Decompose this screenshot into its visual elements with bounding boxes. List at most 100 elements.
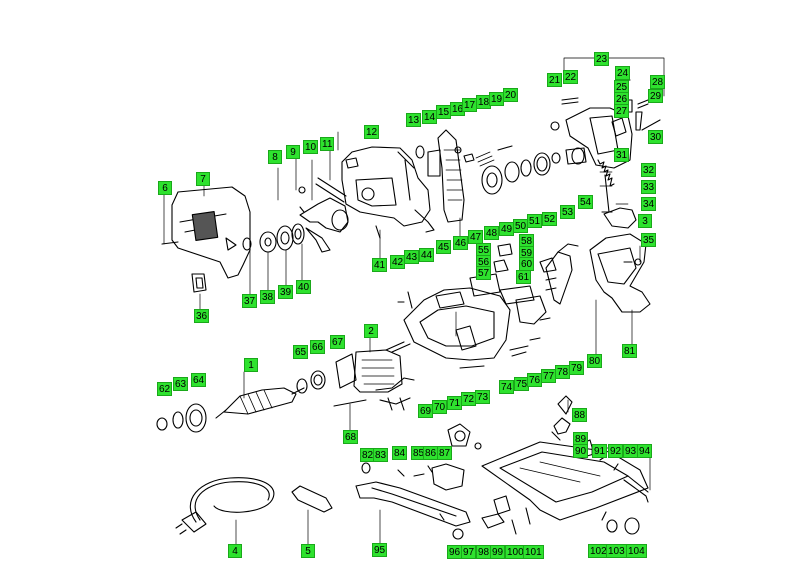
part-label-83[interactable]: 83: [373, 448, 389, 462]
part-label-60[interactable]: 60: [519, 257, 535, 271]
part-label-86[interactable]: 86: [423, 446, 439, 460]
rear-handle: [545, 207, 651, 313]
part-label-72[interactable]: 72: [461, 392, 477, 406]
part-label-9[interactable]: 9: [286, 145, 300, 159]
part-label-70[interactable]: 70: [432, 400, 448, 414]
part-label-92[interactable]: 92: [608, 444, 624, 458]
part-label-22[interactable]: 22: [563, 70, 579, 84]
part-label-5[interactable]: 5: [301, 544, 315, 558]
part-label-27[interactable]: 27: [614, 104, 630, 118]
part-label-46[interactable]: 46: [453, 236, 469, 250]
part-label-57[interactable]: 57: [476, 266, 492, 280]
part-label-74[interactable]: 74: [499, 380, 515, 394]
part-label-12[interactable]: 12: [364, 125, 380, 139]
part-label-48[interactable]: 48: [484, 226, 500, 240]
part-label-99[interactable]: 99: [490, 545, 506, 559]
part-label-75[interactable]: 75: [514, 377, 530, 391]
part-label-90[interactable]: 90: [573, 444, 589, 458]
part-label-10[interactable]: 10: [303, 140, 319, 154]
part-label-51[interactable]: 51: [527, 214, 543, 228]
part-label-29[interactable]: 29: [648, 89, 664, 103]
part-label-81[interactable]: 81: [622, 344, 638, 358]
part-label-34[interactable]: 34: [641, 197, 657, 211]
part-label-15[interactable]: 15: [436, 105, 452, 119]
part-label-37[interactable]: 37: [242, 294, 258, 308]
part-label-103[interactable]: 103: [606, 544, 627, 558]
part-label-23[interactable]: 23: [594, 52, 610, 66]
part-label-54[interactable]: 54: [578, 195, 594, 209]
part-label-14[interactable]: 14: [422, 110, 438, 124]
part-label-3[interactable]: 3: [638, 214, 652, 228]
part-label-91[interactable]: 91: [592, 444, 608, 458]
part-label-39[interactable]: 39: [278, 285, 294, 299]
part-label-18[interactable]: 18: [476, 95, 492, 109]
part-label-67[interactable]: 67: [330, 335, 346, 349]
part-label-101[interactable]: 101: [523, 545, 544, 559]
part-label-84[interactable]: 84: [392, 446, 408, 460]
part-label-68[interactable]: 68: [343, 430, 359, 444]
part-label-78[interactable]: 78: [555, 365, 571, 379]
part-label-65[interactable]: 65: [293, 345, 309, 359]
part-label-28[interactable]: 28: [650, 75, 666, 89]
part-label-69[interactable]: 69: [418, 404, 434, 418]
part-label-19[interactable]: 19: [489, 92, 505, 106]
part-label-79[interactable]: 79: [569, 361, 585, 375]
part-label-76[interactable]: 76: [527, 373, 543, 387]
part-label-11[interactable]: 11: [320, 137, 335, 151]
clip-part: [191, 273, 207, 293]
part-label-77[interactable]: 77: [541, 369, 557, 383]
part-label-36[interactable]: 36: [194, 309, 210, 323]
part-label-87[interactable]: 87: [437, 446, 453, 460]
part-label-104[interactable]: 104: [626, 544, 647, 558]
part-label-24[interactable]: 24: [615, 66, 631, 80]
power-cord: [175, 477, 275, 535]
part-label-61[interactable]: 61: [516, 270, 532, 284]
part-label-35[interactable]: 35: [641, 233, 657, 247]
part-label-94[interactable]: 94: [637, 444, 653, 458]
part-label-13[interactable]: 13: [406, 113, 422, 127]
part-label-21[interactable]: 21: [547, 73, 563, 87]
part-label-53[interactable]: 53: [560, 205, 576, 219]
part-label-52[interactable]: 52: [542, 212, 558, 226]
part-label-64[interactable]: 64: [191, 373, 207, 387]
part-label-98[interactable]: 98: [476, 545, 492, 559]
part-label-38[interactable]: 38: [260, 290, 276, 304]
part-label-49[interactable]: 49: [499, 222, 515, 236]
part-label-17[interactable]: 17: [462, 98, 478, 112]
part-label-4[interactable]: 4: [228, 544, 242, 558]
part-label-93[interactable]: 93: [623, 444, 639, 458]
part-label-96[interactable]: 96: [447, 545, 463, 559]
part-label-8[interactable]: 8: [268, 150, 282, 164]
part-label-31[interactable]: 31: [614, 148, 630, 162]
part-label-80[interactable]: 80: [587, 354, 603, 368]
part-label-20[interactable]: 20: [503, 88, 519, 102]
part-label-66[interactable]: 66: [310, 340, 326, 354]
part-label-41[interactable]: 41: [372, 258, 388, 272]
part-label-44[interactable]: 44: [419, 248, 435, 262]
part-label-63[interactable]: 63: [173, 377, 189, 391]
gearbox-parts: [415, 129, 513, 223]
part-label-2[interactable]: 2: [364, 324, 378, 338]
part-label-97[interactable]: 97: [461, 545, 477, 559]
part-label-1[interactable]: 1: [244, 358, 258, 372]
part-label-33[interactable]: 33: [641, 180, 657, 194]
part-label-40[interactable]: 40: [296, 280, 312, 294]
part-label-73[interactable]: 73: [475, 390, 491, 404]
part-label-71[interactable]: 71: [447, 396, 463, 410]
part-label-50[interactable]: 50: [513, 219, 529, 233]
part-label-32[interactable]: 32: [641, 163, 657, 177]
part-label-88[interactable]: 88: [572, 408, 588, 422]
blade-guard-cover: [161, 186, 251, 279]
part-label-7[interactable]: 7: [196, 172, 210, 186]
part-label-45[interactable]: 45: [436, 240, 452, 254]
motor-housing: [341, 146, 435, 233]
part-label-42[interactable]: 42: [390, 255, 406, 269]
part-label-30[interactable]: 30: [648, 130, 664, 144]
part-label-95[interactable]: 95: [372, 543, 388, 557]
part-label-6[interactable]: 6: [158, 181, 172, 195]
part-label-43[interactable]: 43: [404, 250, 420, 264]
part-label-16[interactable]: 16: [450, 102, 466, 116]
part-label-62[interactable]: 62: [157, 382, 173, 396]
knobs: [601, 511, 640, 535]
part-label-47[interactable]: 47: [468, 230, 484, 244]
